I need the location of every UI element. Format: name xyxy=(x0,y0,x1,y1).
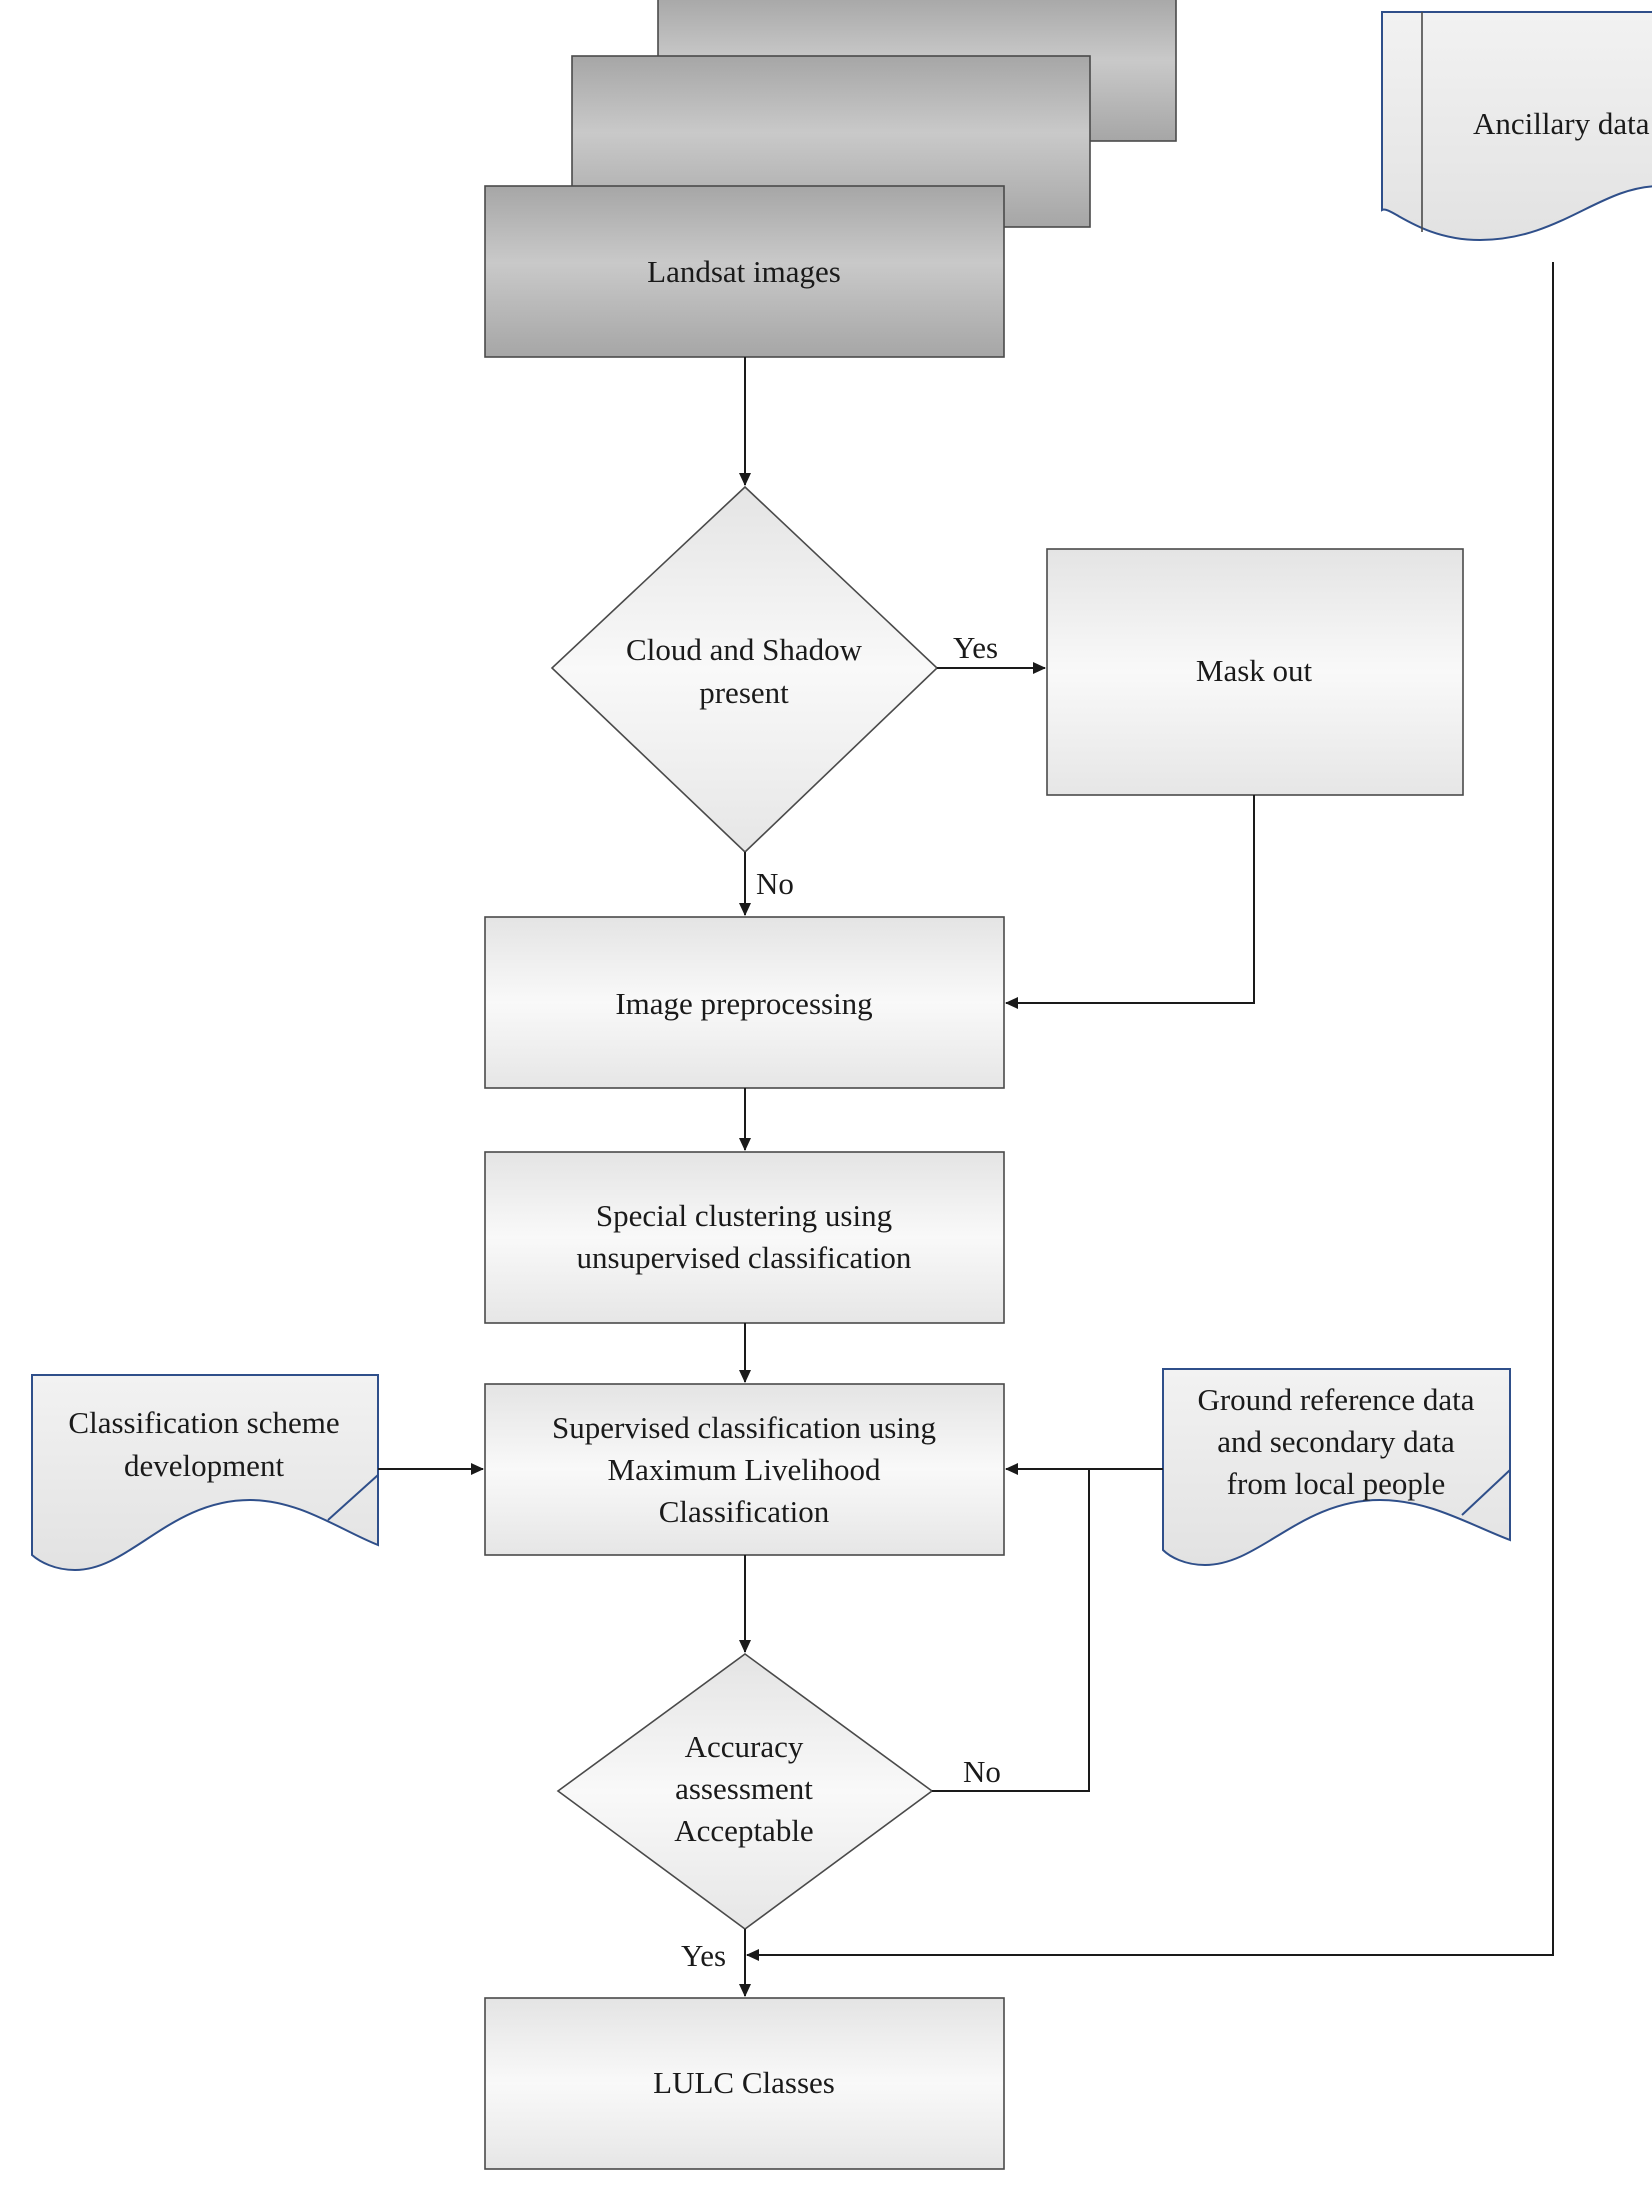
special-clustering-process: Special clustering using unsupervised cl… xyxy=(484,1151,1005,1324)
accuracy-label-line2: assessment xyxy=(675,1771,813,1806)
ground-reference-label-line3: from local people xyxy=(1227,1466,1446,1501)
line-accuracy-no-feedback xyxy=(932,1469,1090,1792)
image-preprocessing-process: Image preprocessing xyxy=(484,916,1005,1089)
classification-scheme-document: Classification scheme development xyxy=(31,1374,379,1572)
cloud-shadow-label-line1: Cloud and Shadow xyxy=(626,632,863,667)
cloud-shadow-decision: Cloud and Shadow present xyxy=(550,485,939,854)
supervised-classification-process: Supervised classification using Maximum … xyxy=(484,1383,1005,1556)
classification-scheme-label-line1: Classification scheme xyxy=(68,1405,339,1440)
cloud-shadow-label-line2: present xyxy=(699,675,789,710)
image-preprocessing-box xyxy=(484,916,1005,1089)
ground-reference-label-line2: and secondary data xyxy=(1217,1424,1455,1459)
ancillary-data-document: Ancillary data xyxy=(1381,11,1652,242)
mask-out-process: Mask out xyxy=(1046,548,1464,796)
special-clustering-label-line1: Special clustering using xyxy=(596,1198,892,1233)
classification-scheme-label-line2: development xyxy=(124,1448,285,1483)
ground-reference-label-line1: Ground reference data xyxy=(1197,1382,1474,1417)
edge-label-cloud-yes: Yes xyxy=(953,630,998,665)
mask-out-box xyxy=(1046,548,1464,796)
lulc-classes-label: LULC Classes xyxy=(653,2065,835,2100)
cloud-shadow-diamond xyxy=(550,485,939,854)
mask-out-label: Mask out xyxy=(1196,653,1313,688)
image-preprocessing-label: Image preprocessing xyxy=(615,986,872,1021)
landsat-images-stack: Landsat images xyxy=(484,0,1177,358)
special-clustering-label-line2: unsupervised classification xyxy=(577,1240,912,1275)
ancillary-data-label: Ancillary data xyxy=(1473,106,1650,141)
supervised-classification-label-line3: Classification xyxy=(659,1494,830,1529)
supervised-classification-box xyxy=(484,1383,1005,1556)
lulc-classes-process: LULC Classes xyxy=(484,1997,1005,2170)
connectors xyxy=(378,262,1554,1997)
arrow-mask-to-preprocessing xyxy=(1005,795,1255,1009)
supervised-classification-label-line2: Maximum Livelihood xyxy=(608,1452,881,1487)
supervised-classification-label-line1: Supervised classification using xyxy=(552,1410,936,1445)
accuracy-label-line3: Acceptable xyxy=(674,1813,813,1848)
accuracy-decision: Accuracy assessment Acceptable xyxy=(556,1653,934,1930)
edge-label-accuracy-yes: Yes xyxy=(681,1938,726,1973)
landsat-images-label: Landsat images xyxy=(647,254,841,289)
accuracy-label-line1: Accuracy xyxy=(685,1729,804,1764)
edge-label-cloud-no: No xyxy=(756,866,794,901)
special-clustering-box xyxy=(484,1151,1005,1324)
arrow-ancillary-to-lulc xyxy=(746,262,1554,1961)
edge-label-accuracy-no: No xyxy=(963,1754,1001,1789)
lulc-classes-box xyxy=(484,1997,1005,2170)
ground-reference-document: Ground reference data and secondary data… xyxy=(1162,1368,1511,1567)
